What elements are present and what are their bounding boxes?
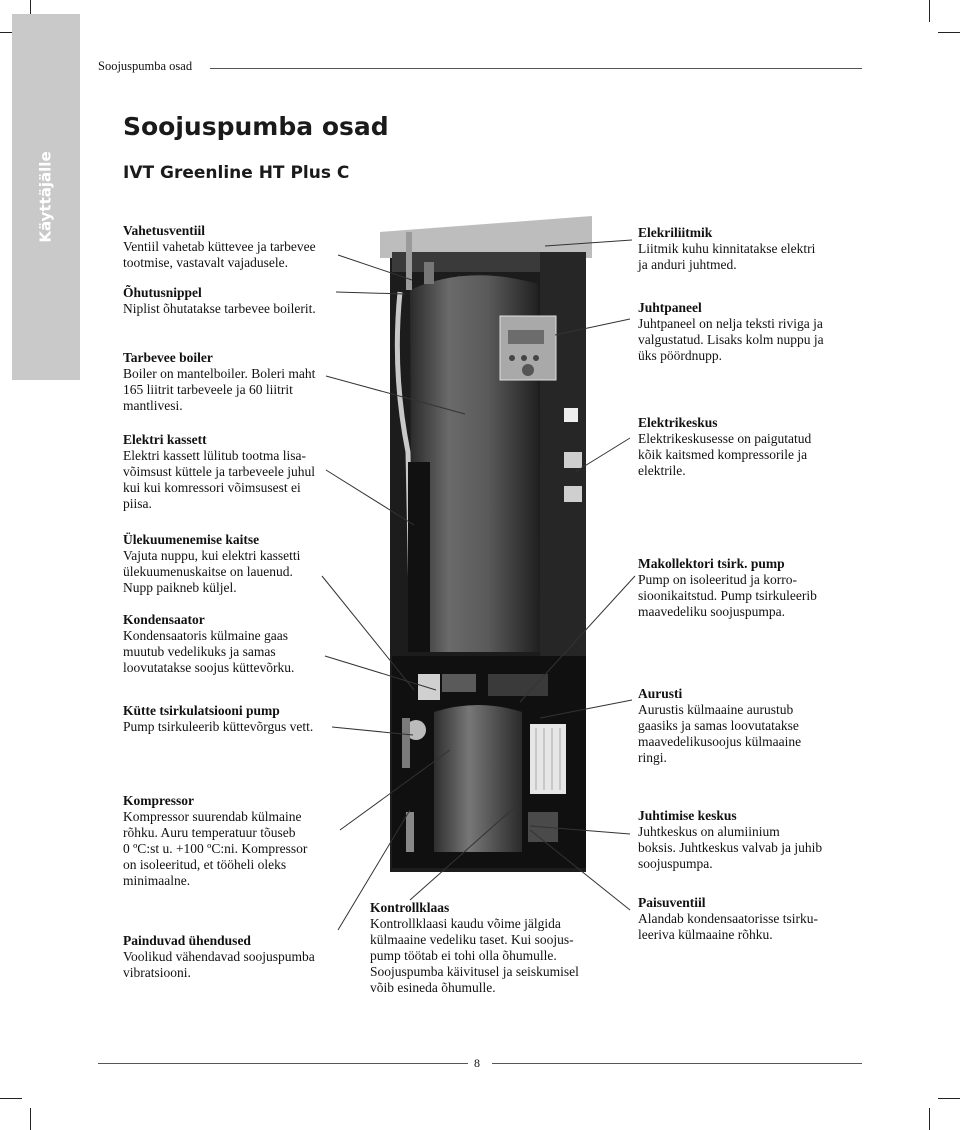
footer-rule — [492, 1063, 862, 1064]
label-vahetusventiil: Vahetusventiil Ventiil vahetab küttevee … — [123, 223, 316, 271]
label-text: Kondensaatoris külmaine gaas muutub vede… — [123, 628, 295, 675]
heat-pump-photo — [380, 216, 592, 872]
label-text: Boiler on mantelboiler. Boleri maht 165 … — [123, 366, 316, 413]
label-text: Elektrikeskusesse on paigutatud kõik kai… — [638, 431, 812, 478]
label-text: Ventiil vahetab küttevee ja tarbevee too… — [123, 239, 316, 270]
page-title: Soojuspumba osad — [123, 112, 389, 141]
label-heading: Aurusti — [638, 686, 683, 701]
label-ohutusnippel: Õhutusnippel Niplist õhutatakse tarbevee… — [123, 285, 316, 317]
crop-mark — [929, 0, 930, 22]
crop-mark — [30, 1108, 31, 1130]
label-tarbevee-boiler: Tarbevee boiler Boiler on mantelboiler. … — [123, 350, 315, 414]
label-elektrikeskus: Elektrikeskus Elektrikeskusesse on paigu… — [638, 415, 811, 479]
label-text: Pump on isoleeritud ja korro- sioonikait… — [638, 572, 817, 619]
header-rule — [210, 68, 862, 69]
crop-mark — [938, 1098, 960, 1099]
footer-rule — [98, 1063, 468, 1064]
label-elektri-kassett: Elektri kassett Elektri kassett lülitub … — [123, 432, 315, 512]
label-kontrollklaas: Kontrollklaas Kontrollklaasi kaudu võime… — [370, 900, 579, 996]
label-heading: Ülekuumenemise kaitse — [123, 532, 260, 547]
label-heading: Kontrollklaas — [370, 900, 450, 915]
label-elekriliitmik: Elekriliitmik Liitmik kuhu kinnitatakse … — [638, 225, 815, 273]
label-heading: Õhutusnippel — [123, 285, 202, 300]
label-text: Alandab kondensaatorisse tsirku- leeriva… — [638, 911, 818, 942]
label-text: Juhtkeskus on alumiinium boksis. Juhtkes… — [638, 824, 823, 871]
label-painduvad-uhendused: Painduvad ühendused Voolikud vähendavad … — [123, 933, 315, 981]
label-text: Juhtpaneel on nelja teksti riviga ja val… — [638, 316, 824, 363]
label-paisuventiil: Paisuventiil Alandab kondensaatorisse ts… — [638, 895, 818, 943]
side-tab — [12, 14, 80, 380]
label-juhtimise-keskus: Juhtimise keskus Juhtkeskus on alumiiniu… — [638, 808, 822, 872]
label-text: Vajuta nuppu, kui elektri kassetti üleku… — [123, 548, 301, 595]
label-heading: Elektrikeskus — [638, 415, 718, 430]
label-text: Elektri kassett lülitub tootma lisa- või… — [123, 448, 315, 511]
label-text: Niplist õhutatakse tarbevee boilerit. — [123, 301, 316, 316]
label-heading: Elekriliitmik — [638, 225, 713, 240]
label-heading: Makollektori tsirk. pump — [638, 556, 785, 571]
label-heading: Juhtpaneel — [638, 300, 702, 315]
label-heading: Paisuventiil — [638, 895, 706, 910]
page-subtitle: IVT Greenline HT Plus C — [123, 163, 350, 183]
page-number: 8 — [474, 1056, 480, 1070]
label-makollektori-tsirk-pump: Makollektori tsirk. pump Pump on isoleer… — [638, 556, 817, 620]
label-kondensaator: Kondensaator Kondensaatoris külmaine gaa… — [123, 612, 294, 676]
label-heading: Vahetusventiil — [123, 223, 206, 238]
label-ylekuumenemise-kaitse: Ülekuumenemise kaitse Vajuta nuppu, kui … — [123, 532, 300, 596]
label-heading: Painduvad ühendused — [123, 933, 251, 948]
crop-mark — [0, 32, 22, 33]
label-aurusti: Aurusti Aurustis külmaaine aurustub gaas… — [638, 686, 801, 766]
label-text: Liitmik kuhu kinnitatakse elektri ja and… — [638, 241, 816, 272]
label-text: Kompressor suurendab külmaine rõhku. Aur… — [123, 809, 308, 888]
label-heading: Juhtimise keskus — [638, 808, 737, 823]
label-text: Kontrollklaasi kaudu võime jälgida külma… — [370, 916, 579, 995]
crop-mark — [938, 32, 960, 33]
crop-mark — [929, 1108, 930, 1130]
running-head: Soojuspumba osad — [98, 59, 193, 73]
label-text: Voolikud vähendavad soojuspumba vibratsi… — [123, 949, 315, 980]
label-kompressor: Kompressor Kompressor suurendab külmaine… — [123, 793, 307, 889]
crop-mark — [0, 1098, 22, 1099]
label-text: Aurustis külmaaine aurustub gaasiks ja s… — [638, 702, 802, 765]
crop-mark — [30, 0, 31, 22]
label-juhtpaneel: Juhtpaneel Juhtpaneel on nelja teksti ri… — [638, 300, 824, 364]
label-heading: Kondensaator — [123, 612, 205, 627]
label-heading: Elektri kassett — [123, 432, 207, 447]
label-text: Pump tsirkuleerib küttevõrgus vett. — [123, 719, 314, 734]
label-heading: Kütte tsirkulatsiooni pump — [123, 703, 280, 718]
label-kutte-tsirkulatsiooni-pump: Kütte tsirkulatsiooni pump Pump tsirkule… — [123, 703, 313, 735]
label-heading: Tarbevee boiler — [123, 350, 213, 365]
label-heading: Kompressor — [123, 793, 194, 808]
